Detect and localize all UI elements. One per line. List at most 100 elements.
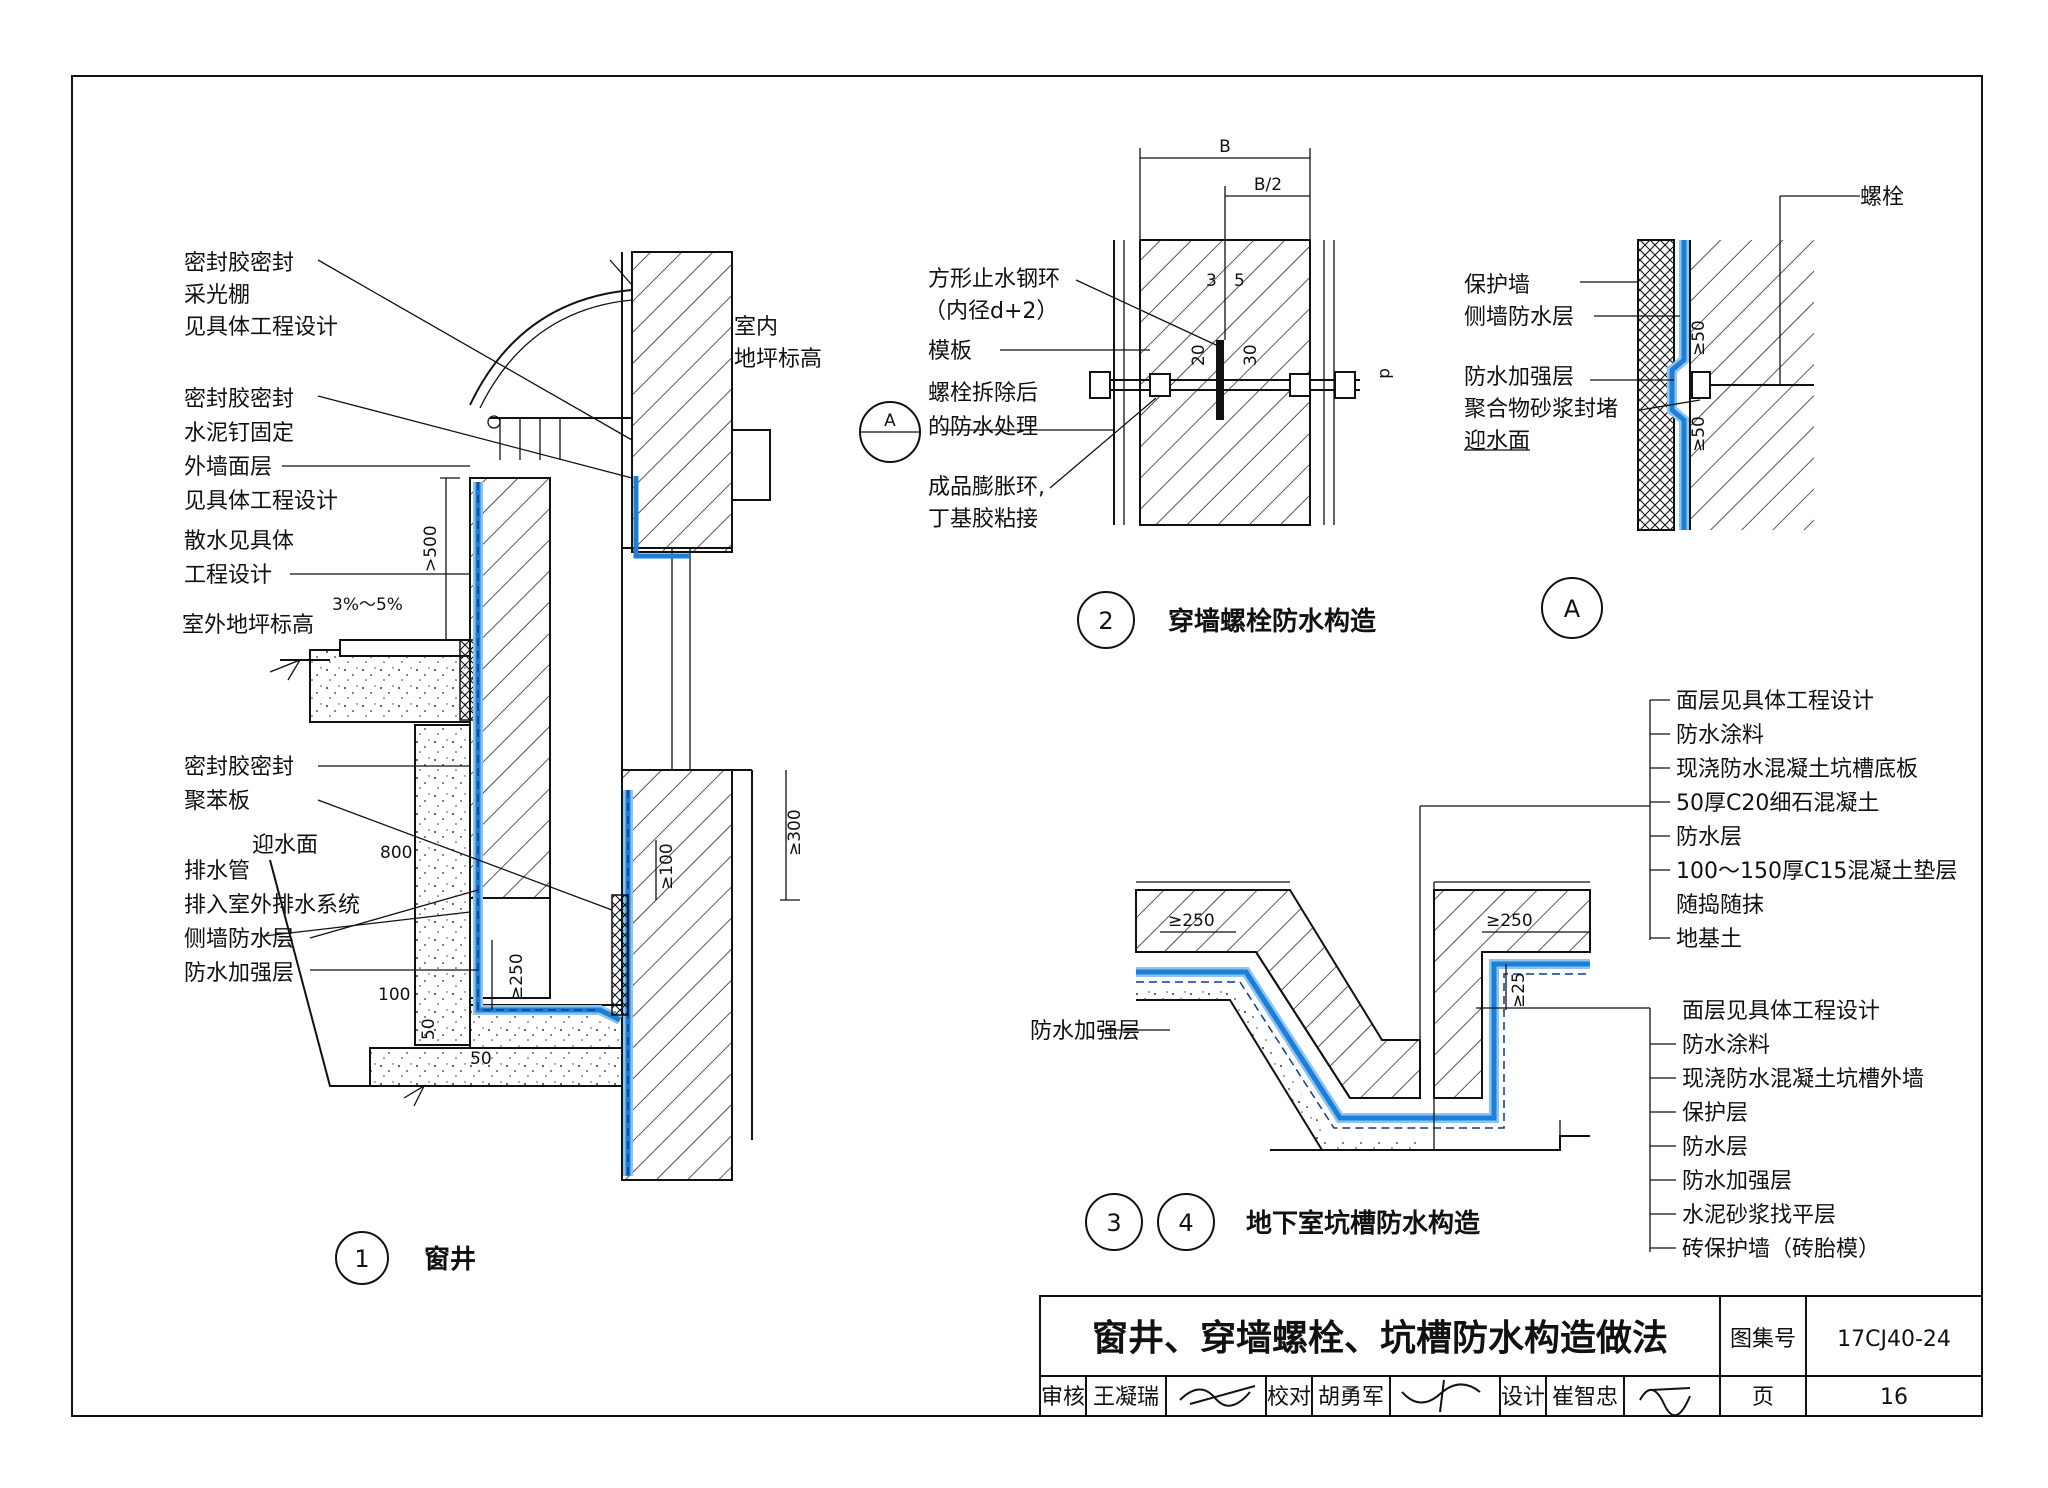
label-apron: 散水见具体 xyxy=(184,529,294,554)
label-reinforce: 防水加强层 xyxy=(184,961,294,986)
detail-2-bolt: B B/2 3 5 20 30 d 方形止水钢环 （内径d+2） 模板 螺栓拆除… xyxy=(859,137,1395,649)
label-bolt: 螺栓 xyxy=(1860,185,1904,210)
well-wall xyxy=(469,477,551,899)
label-sealant-2: 密封胶密封 xyxy=(184,387,294,412)
dim-50-bottom: ≥50 xyxy=(1689,416,1709,452)
label-bottom-0: 面层见具体工程设计 xyxy=(1682,999,1880,1024)
dim-d: d xyxy=(1375,368,1395,379)
detail-2-caption: 穿墙螺栓防水构造 xyxy=(1168,606,1376,637)
dim-500: >500 xyxy=(421,525,441,572)
designer-signature xyxy=(1639,1387,1691,1417)
label-bottom-5: 防水加强层 xyxy=(1682,1169,1792,1194)
label-bottom-3: 保护层 xyxy=(1682,1101,1748,1126)
label-top-2: 现浇防水混凝土坑槽底板 xyxy=(1676,757,1918,782)
label-see-design-2: 见具体工程设计 xyxy=(184,489,338,514)
detail-3-number-circle xyxy=(1085,1193,1143,1251)
detail-3-4-pit: ≥250 ≥250 ≥25 防水加强层 面层见具体工程设计 防水涂料 现浇防水混… xyxy=(1030,689,1957,1262)
label-outdoor-grade: 室外地坪标高 xyxy=(182,613,314,638)
label-top-0: 面层见具体工程设计 xyxy=(1676,689,1874,714)
dim-3: 3 xyxy=(1206,271,1217,291)
detail-3-4-caption: 地下室坑槽防水构造 xyxy=(1246,1208,1480,1239)
label-butyl: 丁基胶粘接 xyxy=(928,507,1038,532)
label-bottom-1: 防水涂料 xyxy=(1682,1033,1770,1058)
dim-5: 5 xyxy=(1234,271,1245,291)
label-indoor: 室内 xyxy=(734,315,778,340)
dim-800: 800 xyxy=(380,843,412,863)
dim-B2: B/2 xyxy=(1254,175,1282,195)
review-label: 审核 xyxy=(1041,1385,1085,1410)
detail-A-bolt-seal: 螺栓 保护墙 侧墙防水层 防水加强层 聚合物砂浆封堵 迎水面 ≥50 ≥50 A xyxy=(1464,185,1904,639)
detail-A-letter: A xyxy=(1564,595,1581,623)
label-reinforce-A: 防水加强层 xyxy=(1464,365,1574,390)
label-drain-pipe: 排水管 xyxy=(184,859,250,884)
label-steel-ring: 方形止水钢环 xyxy=(928,267,1060,292)
well-base xyxy=(369,1047,623,1087)
water-stop-ring xyxy=(1216,340,1224,420)
label-sealant-1: 密封胶密封 xyxy=(184,251,294,276)
sheet-frame xyxy=(71,75,1983,1417)
checker-signature xyxy=(1401,1379,1481,1413)
detail-1-caption: 窗井 xyxy=(424,1244,476,1275)
label-top-1: 防水涂料 xyxy=(1676,723,1764,748)
dim-50-top: ≥50 xyxy=(1689,320,1709,356)
design-label: 设计 xyxy=(1501,1385,1545,1410)
label-bottom-2: 现浇防水混凝土坑槽外墙 xyxy=(1682,1067,1924,1092)
label-after-removal: 螺栓拆除后 xyxy=(928,381,1038,406)
pit-waterproof-left xyxy=(1136,969,1420,1121)
dim-250-right: ≥250 xyxy=(1486,911,1533,931)
detail-4-number: 4 xyxy=(1178,1209,1193,1237)
label-reinforce-pit: 防水加强层 xyxy=(1030,1019,1140,1044)
callout-A-letter: A xyxy=(884,411,896,431)
label-cement-nail: 水泥钉固定 xyxy=(184,421,294,446)
pit-waterproof-right xyxy=(1420,961,1590,1121)
check-label: 校对 xyxy=(1267,1385,1311,1410)
checker-name: 胡勇军 xyxy=(1318,1385,1384,1410)
label-water-face: 迎水面 xyxy=(252,833,318,858)
label-top-3: 50厚C20细石混凝土 xyxy=(1676,791,1879,816)
page-number: 16 xyxy=(1880,1385,1908,1410)
dim-250-left: ≥250 xyxy=(1168,911,1215,931)
dim-300: ≥300 xyxy=(785,809,805,856)
label-apron-2: 工程设计 xyxy=(184,563,272,588)
label-slope: 3%～5% xyxy=(332,595,403,615)
atlas-number: 17CJ40-24 xyxy=(1837,1327,1951,1352)
main-wall-upper xyxy=(631,251,733,553)
skylight-canopy xyxy=(469,289,633,406)
label-facade: 外墙面层 xyxy=(184,455,272,480)
dim-B: B xyxy=(1219,137,1231,157)
detail-1-number: 1 xyxy=(354,1245,369,1273)
label-water-face-A: 迎水面 xyxy=(1464,429,1530,454)
label-top-6: 随捣随抹 xyxy=(1676,893,1764,918)
polystyrene-board xyxy=(611,894,629,1016)
label-protection-wall: 保护墙 xyxy=(1464,273,1530,298)
label-bottom-4: 防水层 xyxy=(1682,1135,1748,1160)
dim-100: ≥100 xyxy=(657,843,677,890)
label-polystyrene: 聚苯板 xyxy=(184,789,250,814)
reviewer-signature xyxy=(1179,1385,1256,1407)
dim-100b: 100 xyxy=(378,985,410,1005)
label-waterproof-treat: 的防水处理 xyxy=(928,415,1038,440)
label-drain-system: 排入室外排水系统 xyxy=(184,893,360,918)
designer-name: 崔智忠 xyxy=(1552,1385,1618,1410)
main-wall-lower xyxy=(621,769,733,1181)
label-side-waterproof: 侧墙防水层 xyxy=(1464,305,1574,330)
sheet-title: 窗井、穿墙螺栓、坑槽防水构造做法 xyxy=(1092,1317,1668,1359)
detail-1-window-well: 密封胶密封 采光棚 见具体工程设计 密封胶密封 水泥钉固定 外墙面层 见具体工程… xyxy=(182,251,822,1285)
dim-50b: 50 xyxy=(470,1049,492,1069)
label-bottom-6: 水泥砂浆找平层 xyxy=(1682,1203,1836,1228)
label-bottom-7: 砖保护墙（砖胎模） xyxy=(1682,1237,1880,1262)
detail-2-number-circle xyxy=(1077,591,1135,649)
title-block: 窗井、穿墙螺栓、坑槽防水构造做法 图集号 17CJ40-24 审核 王凝瑞 校对… xyxy=(1039,1295,1983,1417)
dim-25: ≥25 xyxy=(1509,972,1529,1008)
dim-30: 30 xyxy=(1241,344,1261,366)
atlas-label: 图集号 xyxy=(1730,1327,1796,1352)
label-see-design-1: 见具体工程设计 xyxy=(184,315,338,340)
label-skylight: 采光棚 xyxy=(184,283,250,308)
label-top-4: 防水层 xyxy=(1676,825,1742,850)
detail-A-circle xyxy=(1541,577,1603,639)
label-polymer-mortar: 聚合物砂浆封堵 xyxy=(1464,397,1618,422)
dim-50a: 50 xyxy=(419,1018,439,1040)
legend-top: 面层见具体工程设计 防水涂料 现浇防水混凝土坑槽底板 50厚C20细石混凝土 防… xyxy=(1650,689,1957,952)
label-top-7: 地基土 xyxy=(1676,927,1742,952)
